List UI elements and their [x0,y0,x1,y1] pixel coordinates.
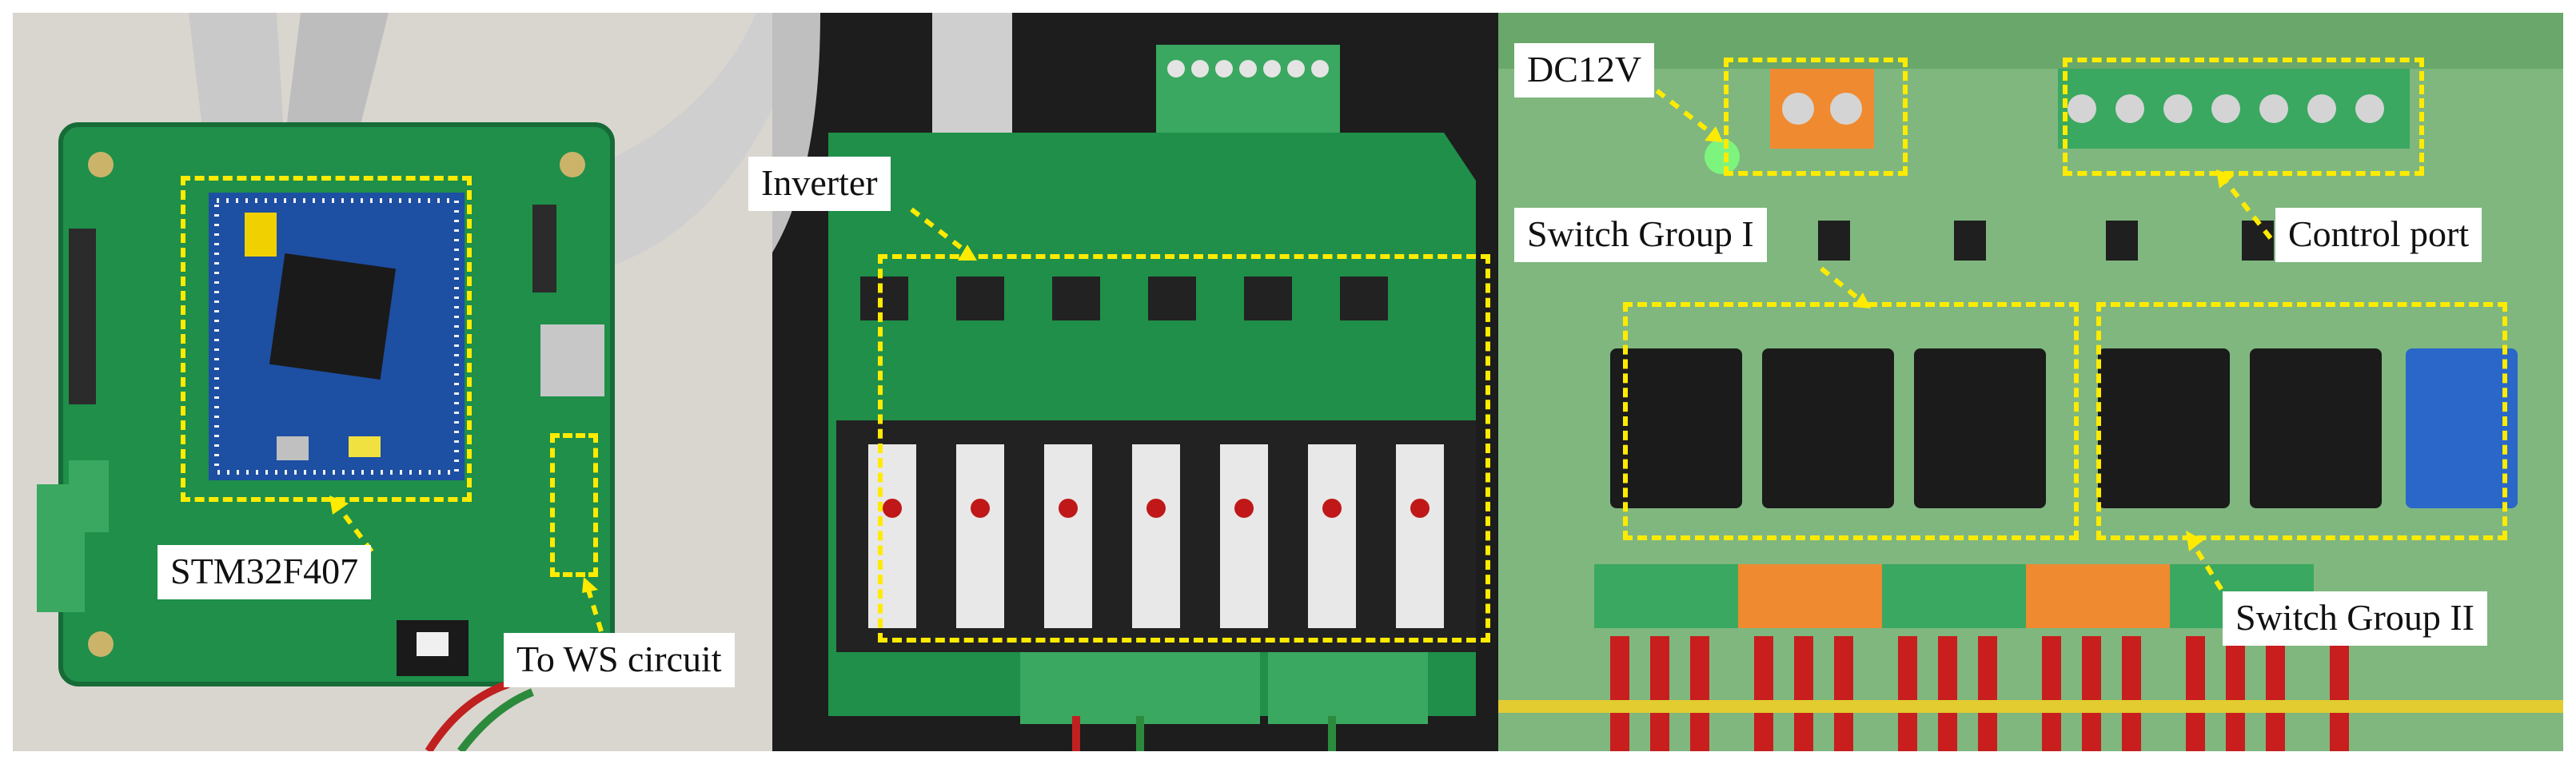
switch-group-2-label: Switch Group II [2223,591,2487,646]
ws-circuit-label: To WS circuit [504,633,735,687]
switch-group-2-highlight-box [2096,302,2507,540]
dc12v-highlight-box [1724,58,1908,176]
switch-group-1-highlight-box [1623,302,2079,540]
inverter-board-photo [772,13,1498,751]
controller-board-photo [13,13,772,751]
dc12v-label: DC12V [1514,43,1655,97]
inverter-highlight-box [878,254,1490,643]
power-led [1705,139,1740,174]
stm32-label: STM32F407 [158,545,372,599]
blue-relay [2406,348,2518,508]
control-port-label: Control port [2275,208,2482,262]
switch-group-1-label: Switch Group I [1514,208,1767,262]
stm32-highlight-box [181,176,472,502]
controller-board-image [13,13,772,751]
control-port-highlight-box [2063,58,2424,176]
mcu-chip [269,253,397,380]
ws-circuit-highlight-box [550,433,598,577]
inverter-board-image [772,13,1498,751]
inverter-label: Inverter [748,157,891,211]
